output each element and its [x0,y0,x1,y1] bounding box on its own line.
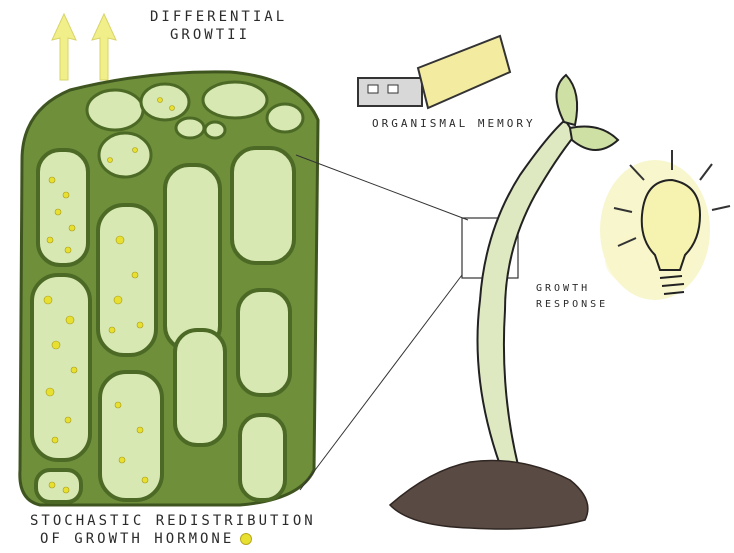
growth-response-label: GROWTH RESPONSE [536,281,608,313]
tissue-section [20,72,318,505]
stochastic-label: STOCHASTIC REDISTRIBUTION OF GROWTH HORM… [30,512,316,548]
growth-response-line1: GROWTH [536,281,608,297]
soil-mound [390,460,588,529]
hormone-dot-icon [240,533,252,545]
organismal-memory-label: ORGANISMAL MEMORY [372,117,536,130]
growth-response-line2: RESPONSE [536,297,608,313]
differential-growth-label: DIFFERENTIAL GROWTII [150,8,287,44]
usb-drive-icon [358,36,510,108]
differential-line2: GROWTII [170,26,287,44]
arrow-up-icon [52,14,116,80]
stochastic-line2: OF GROWTH HORMONE [40,531,234,547]
seedling [478,75,619,465]
stochastic-line2-row: OF GROWTH HORMONE [40,530,316,548]
differential-line1: DIFFERENTIAL [150,8,287,26]
stochastic-line1: STOCHASTIC REDISTRIBUTION [30,512,316,530]
